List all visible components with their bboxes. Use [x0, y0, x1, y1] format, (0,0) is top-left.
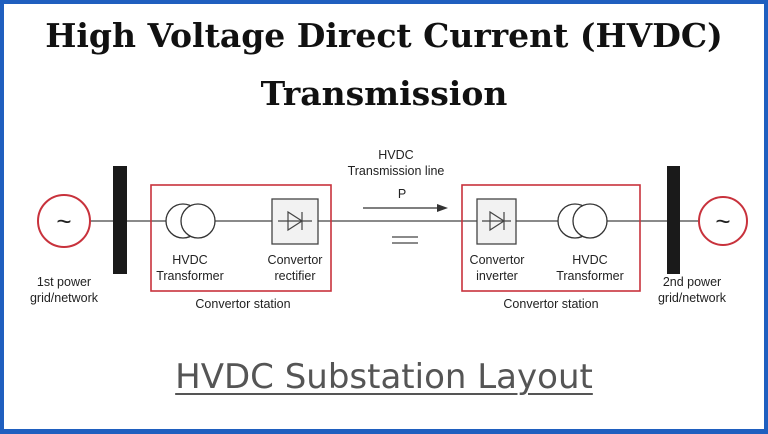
hvdc-diagram: ~ HVDC Transformer Convertor rectifier C…	[30, 148, 748, 311]
right-source-symbol: ~	[715, 206, 730, 236]
right-busbar	[667, 166, 680, 274]
page-title-line-1: High Voltage Direct Current (HVDC)	[45, 16, 723, 55]
left-busbar	[113, 166, 127, 274]
right-converter-label-2: inverter	[476, 269, 518, 283]
left-converter-label-2: rectifier	[275, 269, 316, 283]
right-convertor-station-box	[461, 184, 641, 292]
right-station-label: Convertor station	[503, 297, 598, 311]
right-grid-label-2: grid/network	[658, 291, 727, 305]
power-label: P	[398, 187, 406, 201]
left-grid-label-1: 1st power	[37, 275, 91, 289]
right-source-circle	[698, 196, 748, 246]
right-transformer-label-1: HVDC	[572, 253, 607, 267]
right-transformer-icon	[557, 203, 608, 239]
right-converter-label-1: Convertor	[470, 253, 525, 267]
left-transformer-icon	[165, 203, 216, 239]
right-grid-label-1: 2nd power	[663, 275, 721, 289]
line-label-2: Transmission line	[348, 164, 445, 178]
left-source-symbol: ~	[56, 206, 71, 236]
left-convertor-station-box	[150, 184, 332, 292]
dc-symbol	[392, 236, 418, 244]
left-ac-source: ~	[37, 194, 91, 248]
diagram-caption: HVDC Substation Layout	[175, 357, 593, 397]
power-flow-arrow	[363, 204, 448, 212]
left-transformer-label-1: HVDC	[172, 253, 207, 267]
right-inverter-icon	[476, 198, 517, 245]
left-transformer-label-2: Transformer	[156, 269, 224, 283]
right-transformer-label-2: Transformer	[556, 269, 624, 283]
line-label-1: HVDC	[378, 148, 413, 162]
left-source-circle	[37, 194, 91, 248]
page-title-line-2: Transmission	[260, 74, 508, 113]
left-converter-label-1: Convertor	[268, 253, 323, 267]
left-rectifier-icon	[271, 198, 319, 245]
left-grid-label-2: grid/network	[30, 291, 99, 305]
right-ac-source: ~	[698, 196, 748, 246]
left-station-label: Convertor station	[195, 297, 290, 311]
